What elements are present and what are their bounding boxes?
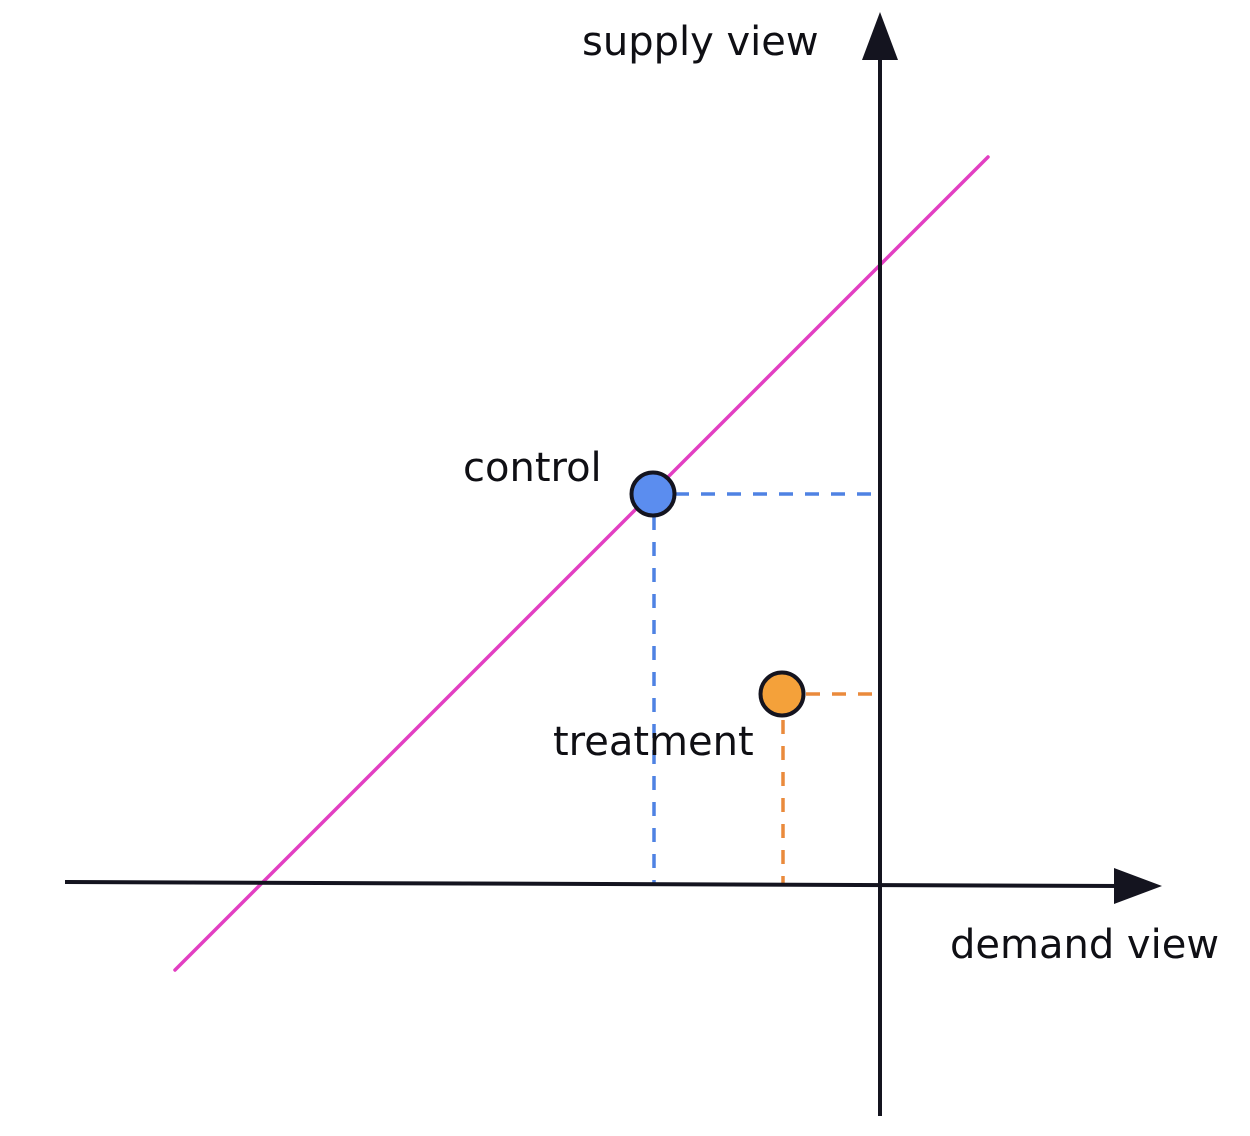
y-axis-arrowhead	[862, 12, 898, 60]
diagonal-line	[173, 155, 990, 972]
treatment-point	[758, 670, 806, 718]
x-axis-arrowhead	[1114, 868, 1162, 904]
x-axis-label: demand view	[950, 922, 1219, 968]
control-point	[629, 470, 677, 518]
x-axis	[64, 880, 1123, 888]
treatment-label: treatment	[553, 719, 754, 765]
y-axis-label: supply view	[582, 19, 819, 65]
control-label: control	[463, 445, 602, 491]
